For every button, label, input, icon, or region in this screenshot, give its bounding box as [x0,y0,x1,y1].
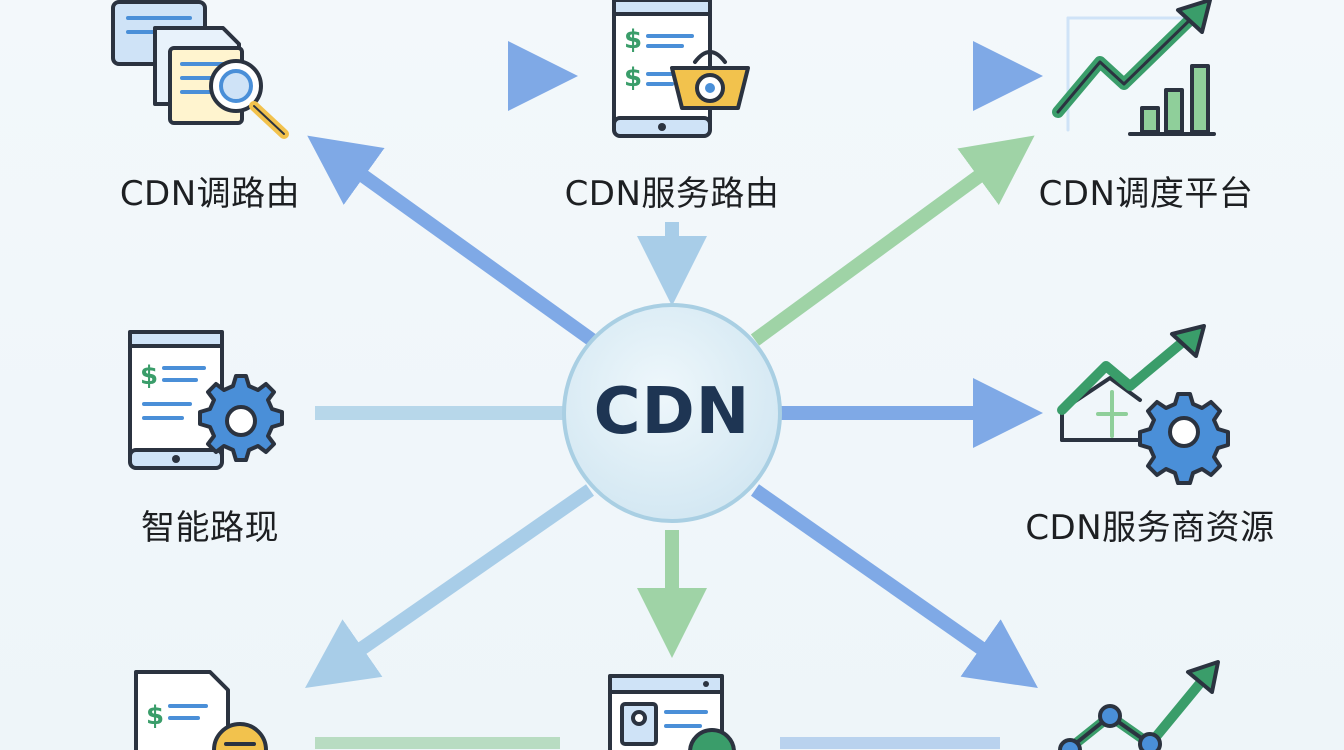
node-label-mid-left: 智能路现 [141,508,279,548]
svg-text:$: $ [146,701,164,731]
browser-profile-icon [608,674,736,750]
arrow-hub-to-bottom-left [305,484,594,688]
svg-text:$: $ [624,25,642,55]
node-label-top-center: CDN服务路由 [564,174,780,214]
network-trend-icon [1058,660,1220,750]
node-label-top-right: CDN调度平台 [1038,174,1254,214]
arrow-hub-to-top-left [307,135,597,346]
growth-chart-icon [1052,0,1216,136]
svg-text:$: $ [624,63,642,93]
tablet-gear-icon: $ [128,330,284,470]
trend-gear-icon [1057,324,1230,485]
arrow-hub-to-top-right [750,135,1035,346]
svg-text:$: $ [140,361,158,391]
node-label-mid-right: CDN服务商资源 [1025,508,1275,548]
hub-label: CDN [593,375,751,449]
node-label-top-left: CDN调路由 [119,174,301,214]
document-coin-icon: $ [134,670,268,750]
tablet-billing-basket-icon: $ $ [612,0,750,138]
hub-circle [562,303,782,523]
arrow-hub-to-bottom-right [750,484,1038,689]
documents-search-icon [111,0,289,139]
